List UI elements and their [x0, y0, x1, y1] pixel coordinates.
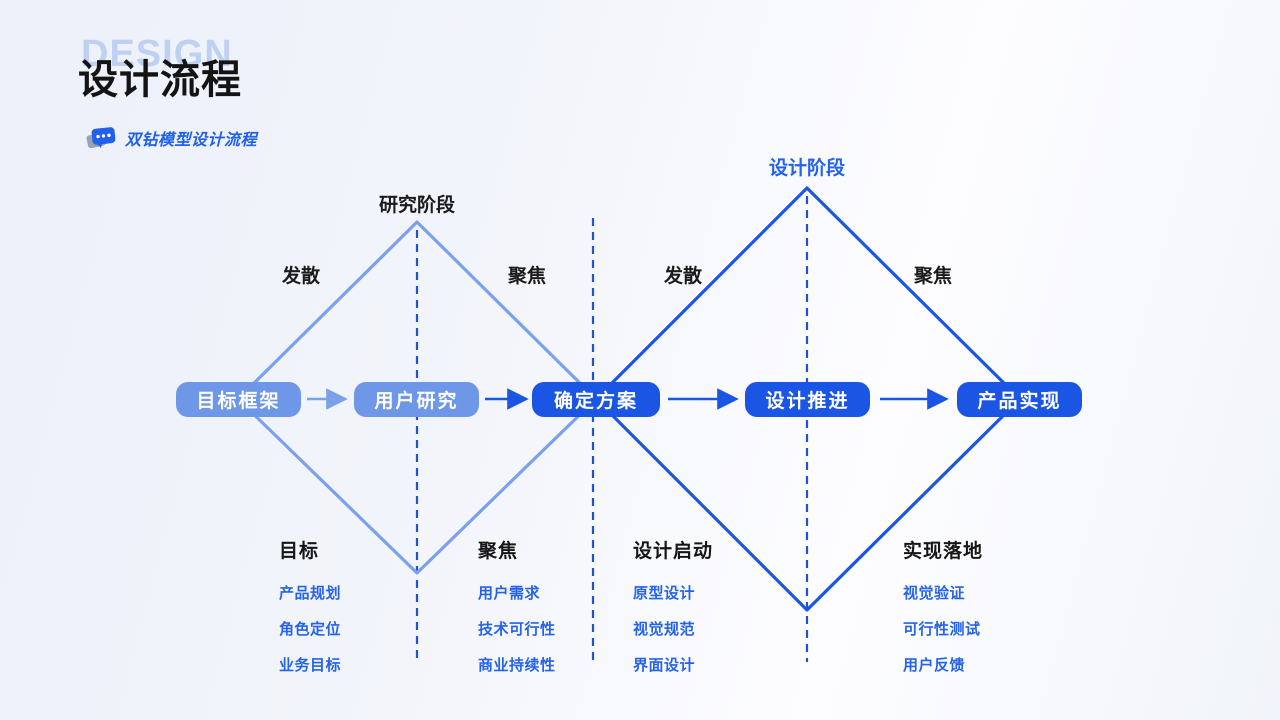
research-phase-label: 研究阶段 [378, 195, 456, 216]
subtitle: 双钻模型设计流程 [86, 126, 257, 150]
design-diverge-label: 发散 [663, 266, 703, 287]
chat-bubble-icon [86, 126, 116, 150]
column-title: 聚焦 [478, 541, 519, 562]
list-item: 商业持续性 [478, 657, 556, 674]
column-implementation: 实现落地 视觉验证 可行性测试 用户反馈 [903, 536, 983, 690]
step-button-goal-frame[interactable]: 目标框架 [176, 382, 301, 417]
list-item: 业务目标 [279, 657, 342, 674]
ghost-title: DESIGN [81, 33, 233, 75]
list-item: 界面设计 [633, 657, 696, 674]
list-item: 角色定位 [279, 621, 342, 638]
step-button-design-push[interactable]: 设计推进 [745, 382, 870, 417]
list-item: 视觉验证 [903, 585, 966, 602]
research-converge-label: 聚焦 [507, 266, 547, 287]
list-item: 产品规划 [279, 585, 342, 602]
subtitle-text: 双钻模型设计流程 [125, 132, 258, 149]
column-design-start: 设计启动 原型设计 视觉规范 界面设计 [633, 536, 713, 690]
page-title: 设计流程 [78, 58, 242, 102]
column-converge: 聚焦 用户需求 技术可行性 商业持续性 [478, 536, 556, 690]
list-item: 用户反馈 [903, 657, 966, 674]
list-item: 视觉规范 [633, 621, 696, 638]
column-title: 设计启动 [633, 541, 714, 562]
list-item: 技术可行性 [478, 621, 556, 638]
column-title: 目标 [279, 541, 320, 562]
step-button-product-realize[interactable]: 产品实现 [957, 382, 1082, 417]
column-title: 实现落地 [903, 541, 984, 562]
design-converge-label: 聚焦 [913, 266, 953, 287]
column-goal: 目标 产品规划 角色定位 业务目标 [279, 536, 341, 690]
step-button-user-research[interactable]: 用户研究 [354, 382, 479, 417]
research-diverge-label: 发散 [281, 266, 321, 287]
list-item: 可行性测试 [903, 621, 981, 638]
list-item: 用户需求 [478, 585, 541, 602]
design-phase-label: 设计阶段 [768, 158, 846, 179]
list-item: 原型设计 [633, 585, 696, 602]
step-button-define-plan[interactable]: 确定方案 [532, 382, 660, 417]
